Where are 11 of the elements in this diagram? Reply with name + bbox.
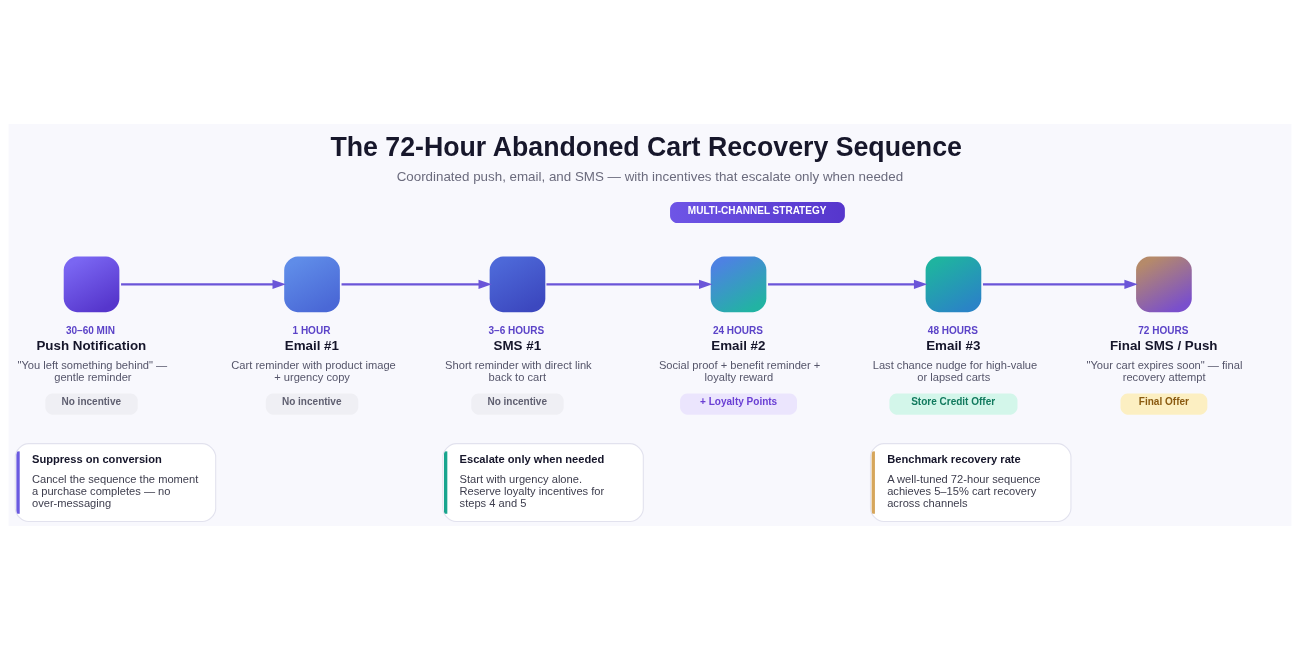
diagram-title: The 72-Hour Abandoned Cart Recovery Sequence (330, 131, 962, 162)
node-label: Social proof + benefit reminder + (658, 358, 821, 371)
node-label: Last chance nudge for high-value (872, 358, 1038, 371)
node-label: Final SMS / Push (1109, 337, 1218, 353)
caption: Coordinated push, email, and SMS — with incentives that escalate only when needed (396, 168, 904, 184)
node-label: "You left something behind" — (17, 358, 168, 371)
node-label: Cart reminder with product image (231, 358, 396, 371)
node-label: "Your cart expires soon" — final (1086, 358, 1243, 371)
node-label: Short reminder with direct link (445, 358, 592, 371)
label: MULTI-CHANNEL STRATEGY (687, 204, 827, 216)
node-label: Push Notification (36, 337, 147, 353)
